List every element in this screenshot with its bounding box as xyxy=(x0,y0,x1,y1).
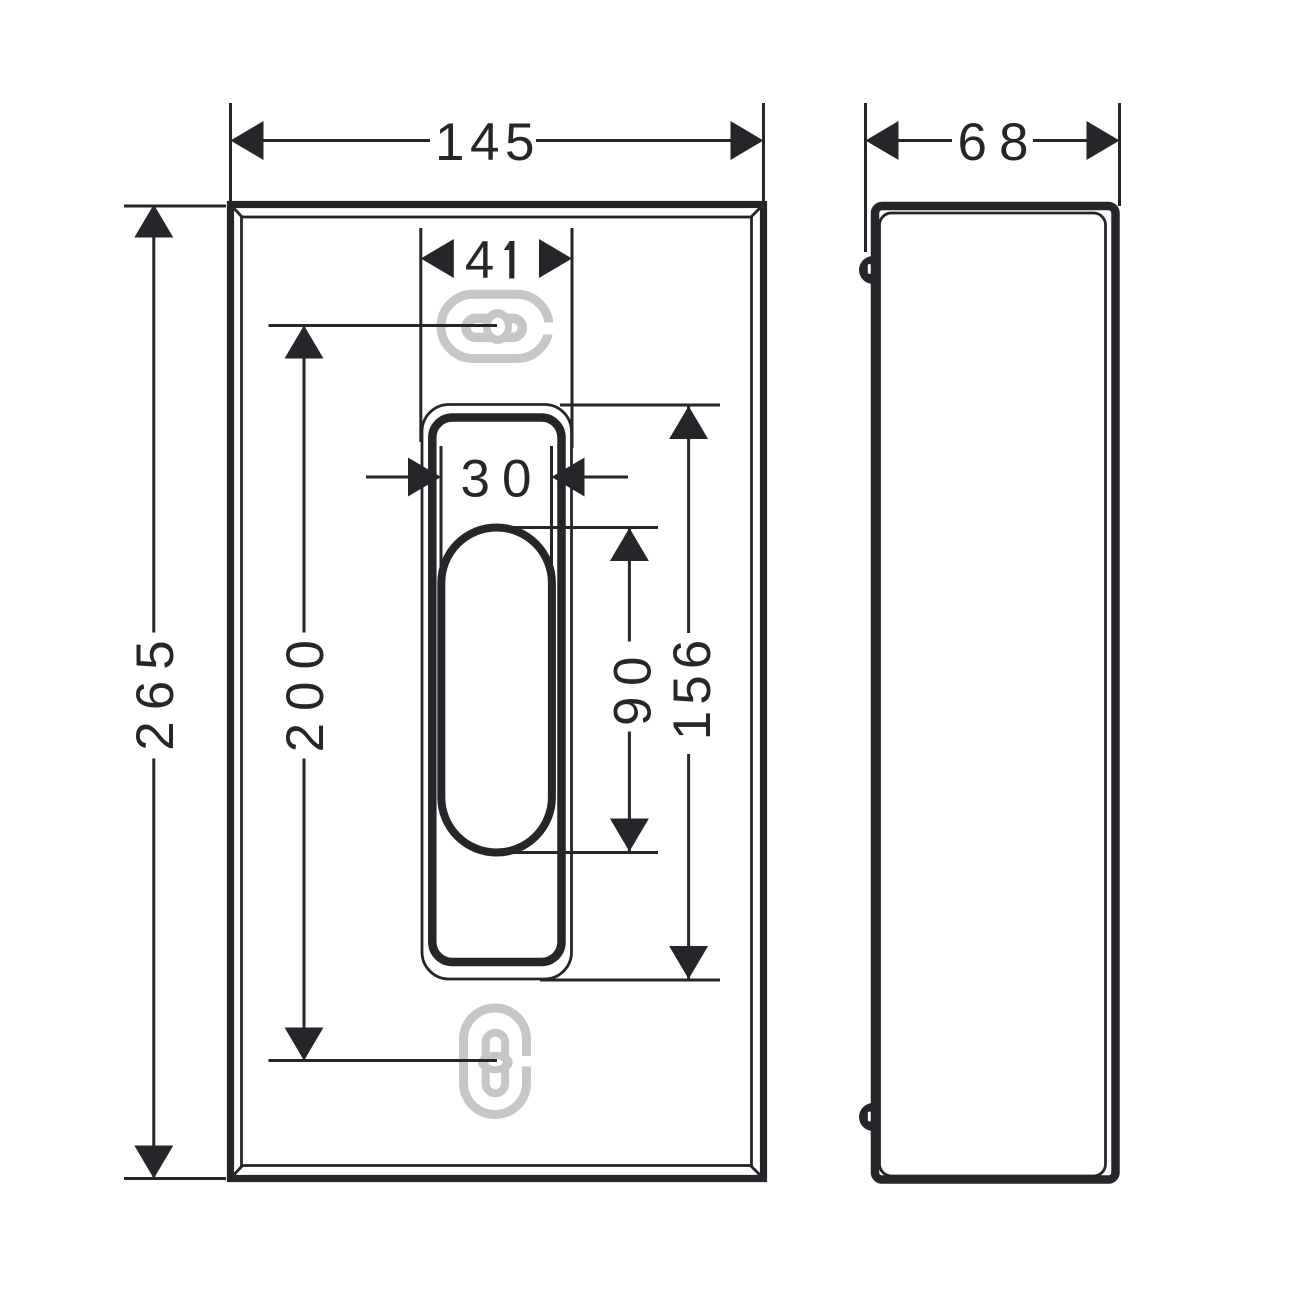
svg-text:145: 145 xyxy=(435,113,540,172)
svg-text:68: 68 xyxy=(958,113,1041,172)
svg-text:200: 200 xyxy=(276,628,335,752)
svg-text:265: 265 xyxy=(126,629,185,750)
svg-text:90: 90 xyxy=(604,646,663,726)
svg-text:156: 156 xyxy=(663,634,722,740)
svg-text:4: 4 xyxy=(465,231,504,290)
svg-text:30: 30 xyxy=(461,450,544,509)
